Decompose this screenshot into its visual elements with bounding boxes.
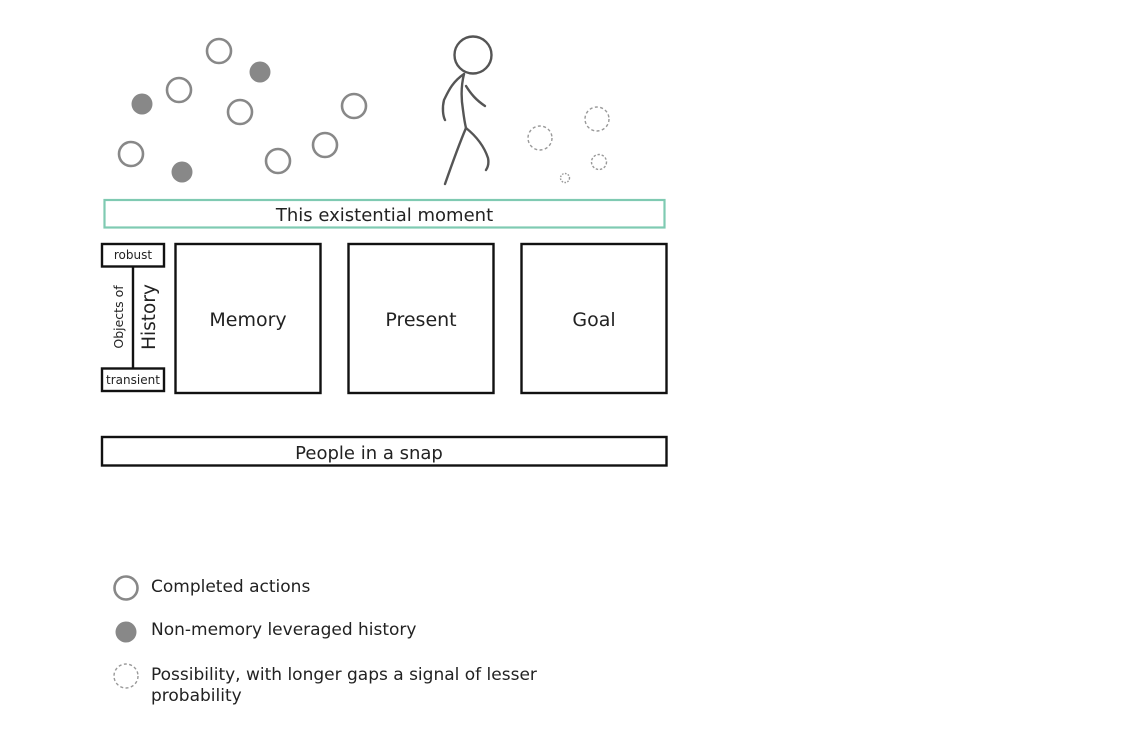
possibility-circle: [590, 153, 608, 171]
legend-possibility-label-line1: Possibility, with longer gaps a signal o…: [151, 665, 537, 685]
present-label: Present: [385, 309, 456, 331]
completed-action-circle: [205, 37, 233, 65]
objects-of-history-column: robust transient Objects of History: [100, 242, 166, 393]
present-box: Present: [347, 242, 495, 395]
completed-action-circle: [165, 76, 193, 104]
existential-moment-label: This existential moment: [275, 205, 493, 226]
transient-box: [100, 367, 166, 393]
memory-label: Memory: [209, 309, 286, 331]
completed-actions-cluster: [117, 37, 368, 175]
completed-action-circle: [311, 131, 339, 159]
completed-action-circle: [226, 98, 254, 126]
stick-figure-walking-icon: [441, 35, 493, 186]
non-memory-history-circle: [171, 161, 193, 183]
existential-moment-border: [103, 198, 666, 229]
legend-non-memory-label: Non-memory leveraged history: [151, 620, 416, 640]
completed-action-circle: [117, 140, 145, 168]
possibility-circle: [559, 172, 571, 184]
people-in-a-snap-bar: People in a snap: [100, 435, 668, 467]
possibility-circle: [584, 106, 610, 132]
completed-action-circle: [264, 147, 292, 175]
transient-label: transient: [106, 373, 160, 387]
possibility-circle: [527, 125, 553, 151]
people-in-a-snap-label: People in a snap: [295, 443, 443, 464]
existential-moment-bar: This existential moment: [103, 198, 666, 229]
legend-possibility-label-line2: probability: [151, 686, 242, 706]
history-label: History: [139, 284, 160, 350]
outline-circle-icon: [113, 575, 139, 601]
goal-label: Goal: [572, 309, 615, 331]
objects-of-label: Objects of: [111, 285, 126, 349]
non-memory-history-cluster: [131, 61, 271, 183]
dashed-circle-icon: [113, 663, 139, 689]
robust-label: robust: [114, 248, 152, 262]
legend-completed-label: Completed actions: [151, 577, 310, 597]
legend: Completed actions Non-memory leveraged h…: [113, 575, 537, 706]
non-memory-history-circle: [249, 61, 271, 83]
memory-box: Memory: [174, 242, 322, 395]
goal-box: Goal: [520, 242, 668, 395]
non-memory-history-circle: [131, 93, 153, 115]
completed-action-circle: [340, 92, 368, 120]
filled-circle-icon: [115, 621, 137, 643]
possibilities-cluster: [527, 106, 610, 184]
